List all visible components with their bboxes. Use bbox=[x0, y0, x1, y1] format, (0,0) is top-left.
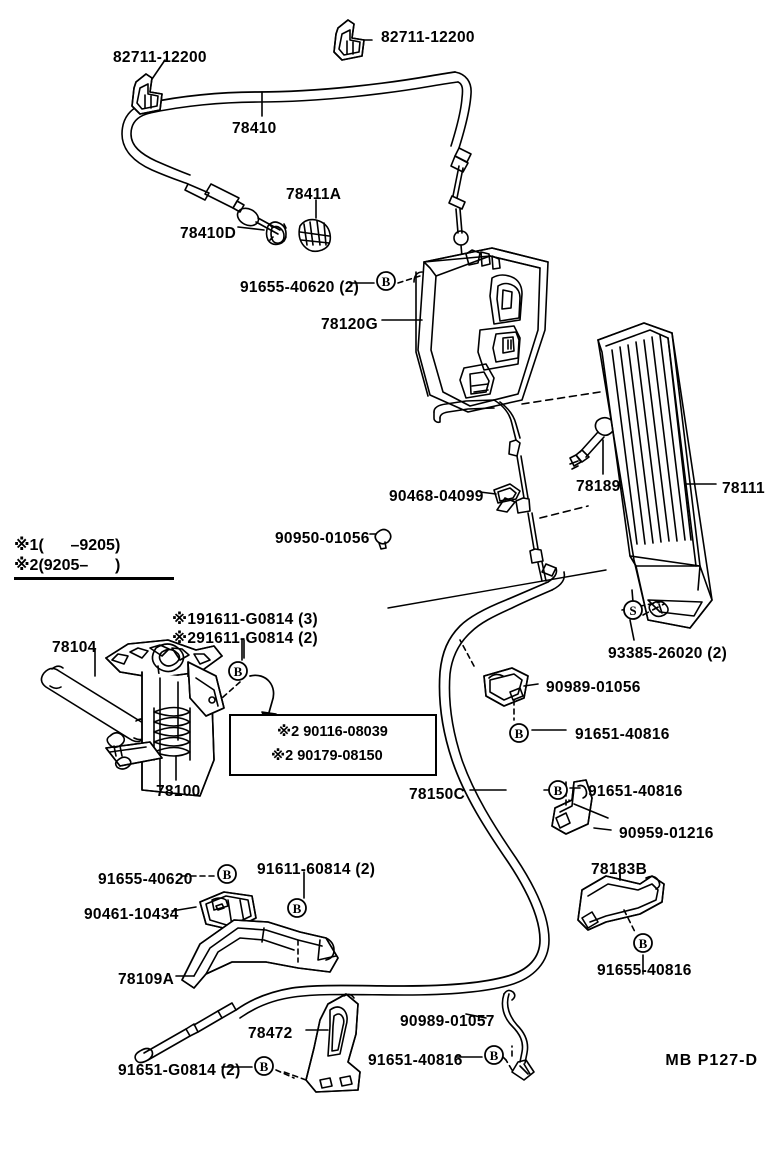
part-label-90989-01056: 90989-01056 bbox=[546, 679, 641, 696]
part-label-78411A: 78411A bbox=[286, 186, 342, 203]
part-label-78104: 78104 bbox=[52, 639, 97, 656]
legend-box: ※1( –9205) ※2(9205– ) bbox=[14, 536, 174, 581]
part-label-91655-40816: 91655-40816 bbox=[597, 962, 692, 979]
part-label-93385-26020: 93385-26020 (2) bbox=[608, 645, 728, 662]
part-label-78183B: 78183B bbox=[591, 861, 648, 878]
part-label-90461-10434: 90461-10434 bbox=[84, 906, 179, 923]
inset-item-0-label: ※2 90116-08039 bbox=[277, 724, 388, 740]
inset-item-1-label: ※2 90179-08150 bbox=[271, 748, 383, 764]
part-label-90468-04099: 90468-04099 bbox=[389, 488, 484, 505]
part-label-91651-G0814: 91651-G0814 (2) bbox=[118, 1062, 241, 1079]
part-label-78109A: 78109A bbox=[118, 971, 175, 988]
part-label-91651-40816-b: 91651-40816 bbox=[588, 783, 683, 800]
part-label-78111: 78111 bbox=[722, 480, 765, 497]
part-label-91651-40816-c: 91651-40816 bbox=[368, 1052, 463, 1069]
part-label-78410D: 78410D bbox=[180, 225, 237, 242]
part-label-78472: 78472 bbox=[248, 1025, 293, 1042]
part-label-82711-12200-left: 82711-12200 bbox=[113, 49, 207, 66]
part-label-90959-01216: 90959-01216 bbox=[619, 825, 714, 842]
legend-line-2: ※2(9205– ) bbox=[14, 556, 121, 574]
part-label-90950-01056: 90950-01056 bbox=[275, 530, 370, 547]
part-label-91655-40620-lower: 91655-40620 bbox=[98, 871, 193, 888]
legend-line-1: ※1( –9205) bbox=[14, 537, 121, 554]
part-label-78100: 78100 bbox=[156, 783, 201, 800]
part-label-78410: 78410 bbox=[232, 120, 277, 137]
part-label-82711-12200-top: 82711-12200 bbox=[381, 29, 475, 46]
part-label-91611-60814: 91611-60814 (2) bbox=[257, 861, 376, 878]
part-label-91655-40620-upper: 91655-40620 (2) bbox=[240, 279, 360, 296]
part-label-78150C: 78150C bbox=[409, 786, 466, 803]
part-label-91651-40816-a: 91651-40816 bbox=[575, 726, 670, 743]
diagram-footer-code: MB P127-D bbox=[665, 1052, 758, 1069]
part-label-78120G: 78120G bbox=[321, 316, 378, 333]
part-label-91611-G0814-3: ※191611-G0814 (3) bbox=[172, 611, 318, 628]
part-label-90989-01057: 90989-01057 bbox=[400, 1013, 495, 1030]
inset-detail-box: ※2 90116-08039 ※2 90179-08150 bbox=[229, 714, 437, 776]
part-label-91611-G0814-2: ※291611-G0814 (2) bbox=[172, 630, 318, 647]
part-label-78189: 78189 bbox=[576, 478, 621, 495]
